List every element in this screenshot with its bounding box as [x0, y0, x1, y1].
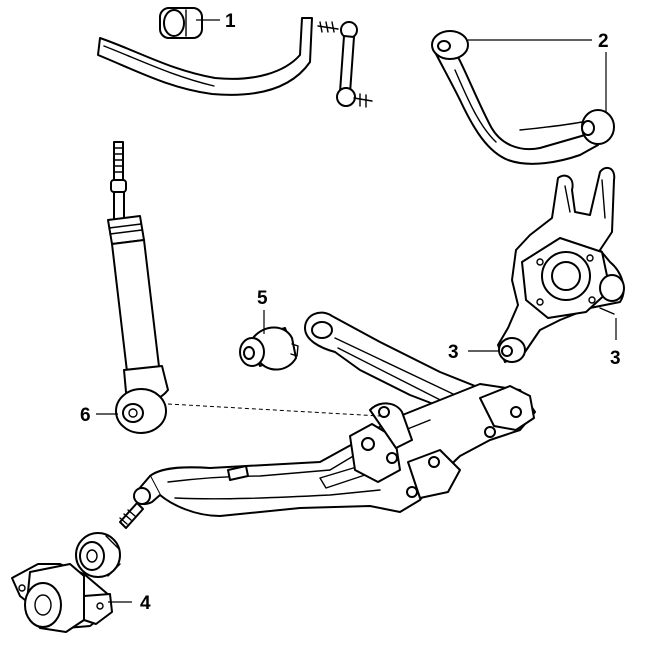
stabilizer-bushing: [159, 7, 203, 39]
trailing-arm: [119, 383, 536, 529]
callout-3-right: 3: [610, 348, 621, 369]
upper-control-arm: [431, 30, 615, 165]
callout-3-left: 3: [448, 342, 459, 363]
callout-6: 6: [80, 405, 91, 426]
stabilizer-end-link: [317, 21, 373, 108]
leader-lines: [96, 19, 617, 603]
assembly-dashed-line: [167, 403, 381, 417]
shock-absorber: [107, 141, 169, 434]
callout-5: 5: [257, 288, 268, 309]
stabilizer-bar-assembly: [97, 7, 373, 108]
rear-knuckle: [497, 166, 625, 363]
front-bushing-bracket: [11, 532, 121, 633]
callout-4: 4: [140, 593, 151, 614]
callout-2: 2: [598, 31, 609, 52]
trailing-arm-bushing: [239, 326, 299, 371]
callout-1: 1: [225, 11, 236, 32]
